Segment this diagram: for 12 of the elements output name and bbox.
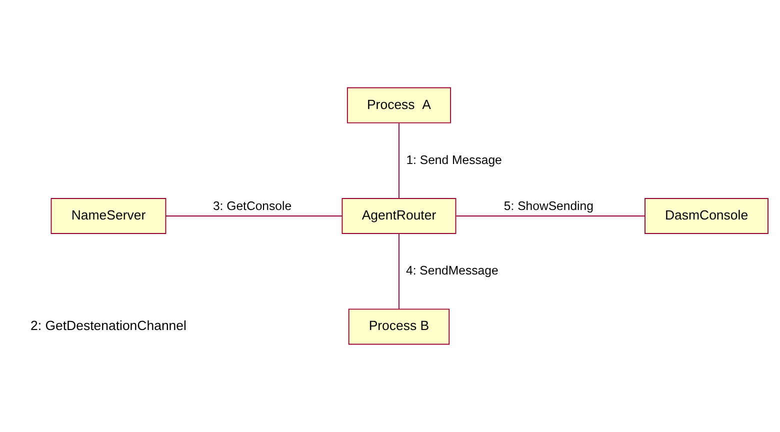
connector bbox=[398, 233, 400, 310]
node-box: AgentRouter bbox=[342, 198, 456, 234]
edge-label: 4: SendMessage bbox=[406, 264, 498, 278]
node-box: Process B bbox=[348, 308, 450, 345]
edge-label: 5: ShowSending bbox=[504, 198, 594, 213]
node-box: DasmConsole bbox=[644, 198, 768, 234]
label: 2: GetDestenationChannel bbox=[30, 318, 186, 334]
node-box: NameServer bbox=[50, 198, 166, 234]
edge-label: 3: GetConsole bbox=[212, 198, 292, 213]
node-box: Process A bbox=[346, 87, 452, 124]
edge-label: 1: Send Message bbox=[406, 152, 502, 167]
connector bbox=[398, 122, 400, 199]
